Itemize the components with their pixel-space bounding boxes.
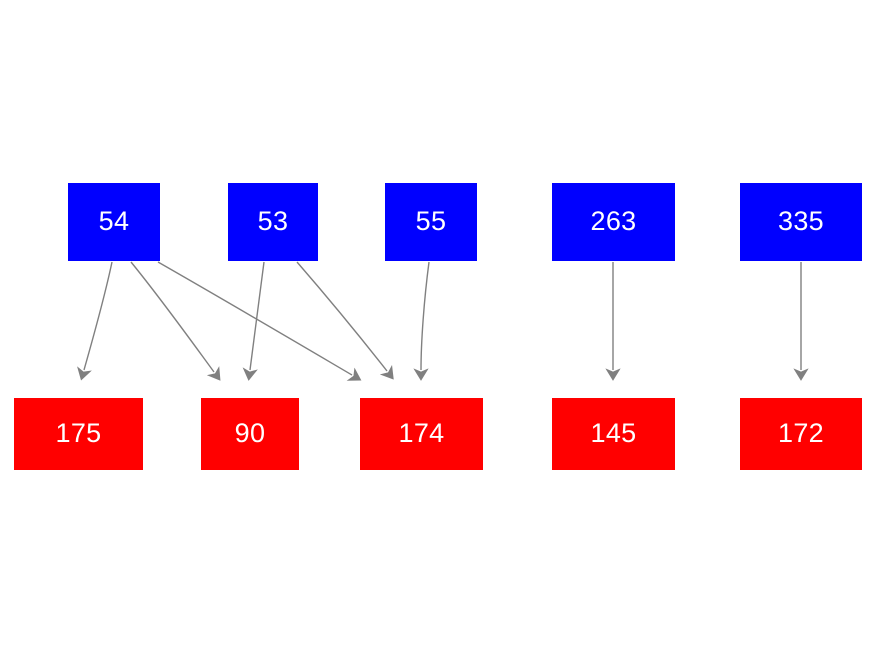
graph-node-335[interactable]: 335 [740, 183, 862, 261]
node-label: 263 [590, 205, 637, 236]
graph-node-55[interactable]: 55 [385, 183, 477, 261]
graph-node-172[interactable]: 172 [740, 398, 862, 470]
node-label: 335 [778, 205, 824, 236]
node-label: 53 [257, 205, 289, 236]
node-label: 145 [590, 417, 637, 448]
graph-node-263[interactable]: 263 [552, 183, 675, 261]
node-label: 90 [234, 417, 266, 448]
graph-node-174[interactable]: 174 [360, 398, 483, 470]
edge-54-90 [130, 261, 221, 381]
graph-node-53[interactable]: 53 [228, 183, 318, 261]
edge-54-175 [77, 261, 113, 381]
graph-node-175[interactable]: 175 [14, 398, 143, 470]
edge-53-90 [242, 261, 265, 381]
graph-node-54[interactable]: 54 [68, 183, 160, 261]
edge-55-174 [413, 261, 430, 381]
graph-node-90[interactable]: 90 [201, 398, 299, 470]
edge-53-174 [296, 261, 394, 380]
node-label: 175 [55, 417, 102, 448]
node-label: 55 [415, 205, 447, 236]
node-label: 172 [778, 417, 824, 448]
edge-54-174 [157, 261, 362, 381]
graph-node-145[interactable]: 145 [552, 398, 675, 470]
node-label: 174 [398, 417, 445, 448]
node-label: 54 [98, 205, 130, 236]
